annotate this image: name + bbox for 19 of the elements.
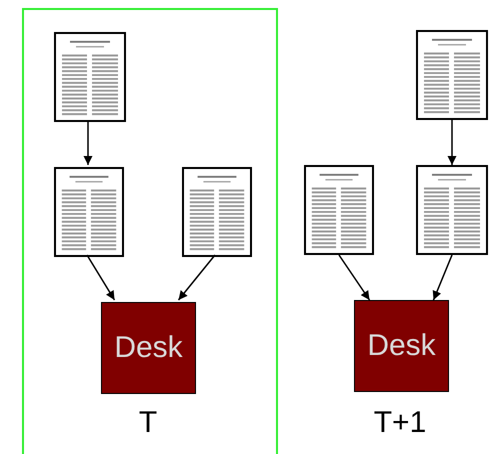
time-step-label: T — [138, 408, 158, 438]
document-thumbnail — [416, 165, 488, 255]
desk-box — [101, 302, 196, 394]
arrow — [432, 254, 453, 300]
node-label: Desk — [367, 331, 436, 361]
arrow — [178, 254, 216, 300]
arrow — [86, 254, 116, 300]
time-step-label: T+1 — [372, 408, 428, 438]
arrow — [338, 254, 370, 300]
document-thumbnail — [416, 30, 488, 120]
panel-frame — [22, 8, 278, 454]
document-thumbnail — [54, 167, 124, 257]
arrow — [448, 120, 456, 165]
arrow — [84, 120, 92, 165]
document-thumbnail — [54, 32, 126, 122]
document-thumbnail — [182, 167, 252, 257]
document-thumbnail — [304, 165, 374, 255]
node-label: Desk — [114, 333, 183, 363]
desk-box — [354, 300, 449, 392]
